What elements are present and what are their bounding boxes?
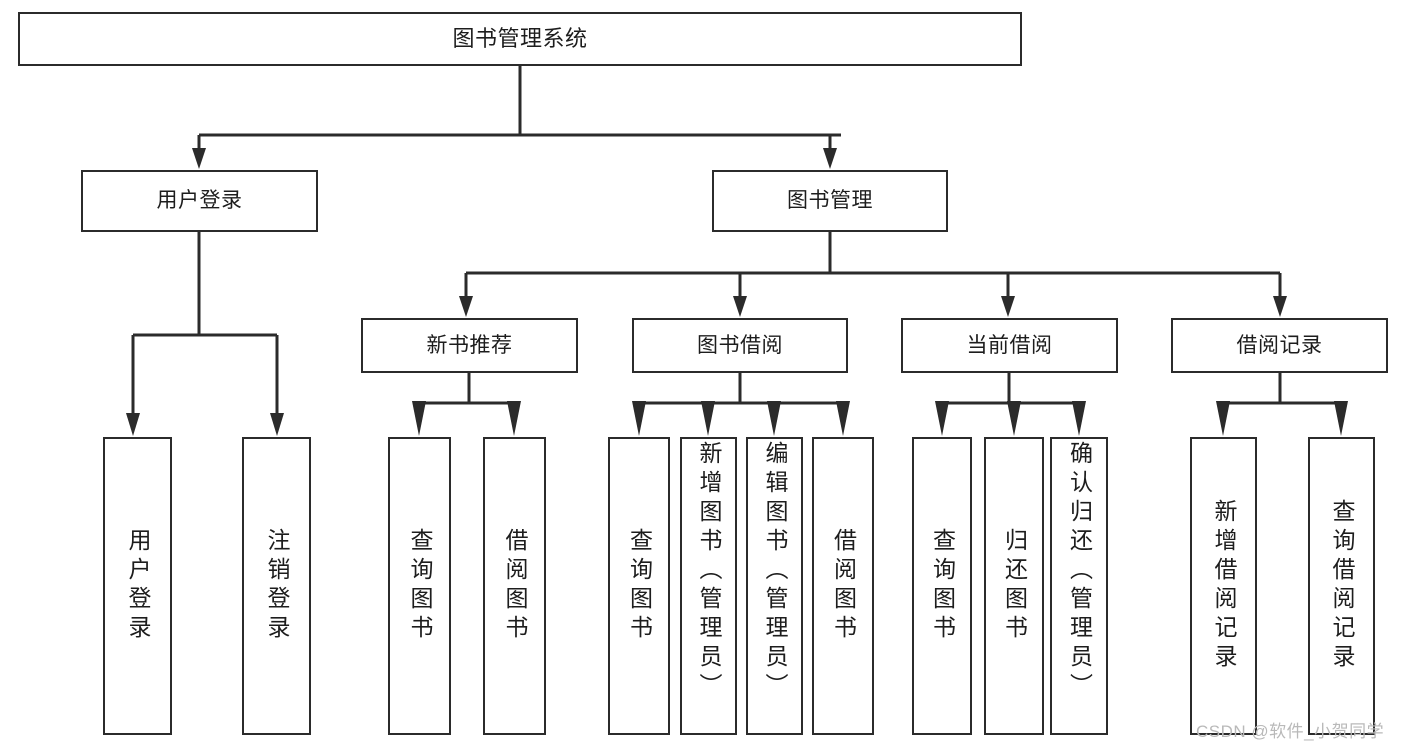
node-leaf-add-record[interactable]: 新增借阅记录	[1190, 437, 1257, 735]
node-leaf-user-logout[interactable]: 注销登录	[242, 437, 311, 735]
node-leaf-add-book-label: 新增图书（管理员）	[696, 441, 722, 702]
node-leaf-user-login-label: 用户登录	[125, 528, 151, 644]
node-leaf-confirm-return-label: 确认归还（管理员）	[1066, 441, 1093, 702]
node-leaf-query-book-3[interactable]: 查询图书	[912, 437, 972, 735]
node-book-borrow[interactable]: 图书借阅	[632, 318, 848, 373]
node-new-book-recommend-label: 新书推荐	[426, 333, 513, 357]
node-leaf-user-login[interactable]: 用户登录	[103, 437, 172, 735]
node-user-login[interactable]: 用户登录	[81, 170, 318, 232]
node-user-login-label: 用户登录	[156, 189, 243, 213]
node-book-manage[interactable]: 图书管理	[712, 170, 948, 232]
node-leaf-query-book-3-label: 查询图书	[929, 528, 956, 644]
node-leaf-add-record-label: 新增借阅记录	[1211, 499, 1237, 673]
node-leaf-user-logout-label: 注销登录	[264, 528, 290, 644]
node-leaf-query-book-2[interactable]: 查询图书	[608, 437, 670, 735]
node-borrow-record[interactable]: 借阅记录	[1171, 318, 1388, 373]
node-current-borrow-label: 当前借阅	[966, 333, 1053, 357]
node-book-borrow-label: 图书借阅	[697, 333, 783, 357]
node-leaf-confirm-return[interactable]: 确认归还（管理员）	[1050, 437, 1108, 735]
node-leaf-edit-book-label: 编辑图书（管理员）	[762, 441, 788, 702]
node-current-borrow[interactable]: 当前借阅	[901, 318, 1118, 373]
node-leaf-borrow-book-1[interactable]: 借阅图书	[483, 437, 546, 735]
node-new-book-recommend[interactable]: 新书推荐	[361, 318, 578, 373]
node-leaf-return-book[interactable]: 归还图书	[984, 437, 1044, 735]
node-leaf-return-book-label: 归还图书	[1001, 528, 1028, 644]
node-leaf-query-book-1[interactable]: 查询图书	[388, 437, 451, 735]
node-root[interactable]: 图书管理系统	[18, 12, 1022, 66]
node-leaf-add-book[interactable]: 新增图书（管理员）	[680, 437, 737, 735]
node-root-label: 图书管理系统	[452, 25, 588, 51]
node-leaf-query-record-label: 查询借阅记录	[1329, 499, 1355, 673]
node-leaf-query-record[interactable]: 查询借阅记录	[1308, 437, 1375, 735]
node-leaf-borrow-book-2[interactable]: 借阅图书	[812, 437, 874, 735]
node-leaf-query-book-2-label: 查询图书	[626, 528, 653, 644]
node-leaf-query-book-1-label: 查询图书	[407, 528, 433, 644]
node-leaf-edit-book[interactable]: 编辑图书（管理员）	[746, 437, 803, 735]
node-borrow-record-label: 借阅记录	[1236, 333, 1323, 357]
csdn-watermark: CSDN @软件_小贺同学	[1196, 722, 1385, 741]
node-leaf-borrow-book-2-label: 借阅图书	[830, 528, 857, 644]
node-book-manage-label: 图书管理	[787, 189, 873, 213]
node-leaf-borrow-book-1-label: 借阅图书	[502, 528, 528, 644]
